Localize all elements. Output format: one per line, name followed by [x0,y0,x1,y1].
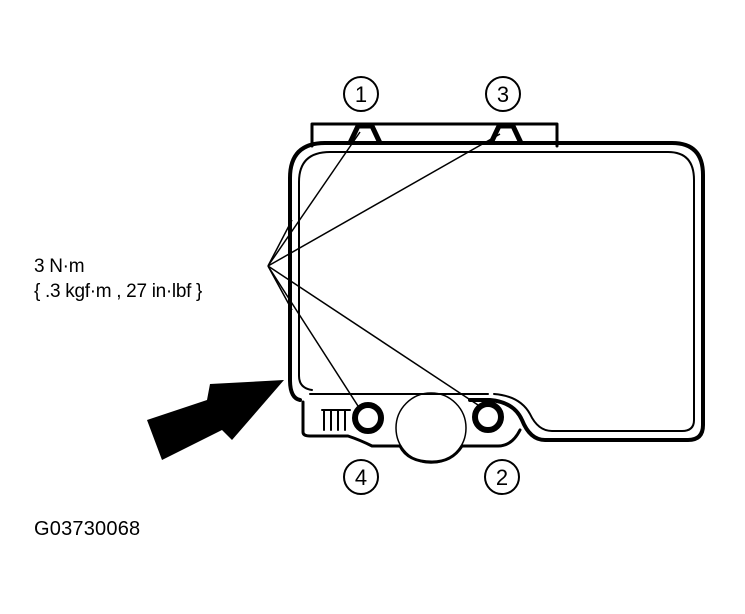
callout-3: 3 [485,76,521,112]
torque-value-alternates: { .3 kgf·m , 27 in·lbf } [34,281,203,302]
callout-number-3: 3 [497,82,509,107]
bolt-2 [472,401,504,433]
leader-lines [267,131,501,407]
callout-number-4: 4 [355,465,367,490]
callout-4: 4 [343,459,379,495]
bolt-3 [488,123,524,145]
figure-code: G03730068 [34,518,141,540]
module-housing [288,122,705,464]
callout-1: 1 [343,76,379,112]
callout-number-2: 2 [496,465,508,490]
direction-arrow-icon [147,380,284,460]
bolt-1 [347,123,383,145]
bolt-4 [352,402,384,434]
callout-number-1: 1 [355,82,367,107]
callout-2: 2 [484,459,520,495]
torque-value-nm: 3 N·m [34,256,85,277]
torque-specification: 3 N·m { .3 kgf·m , 27 in·lbf } [34,254,202,304]
